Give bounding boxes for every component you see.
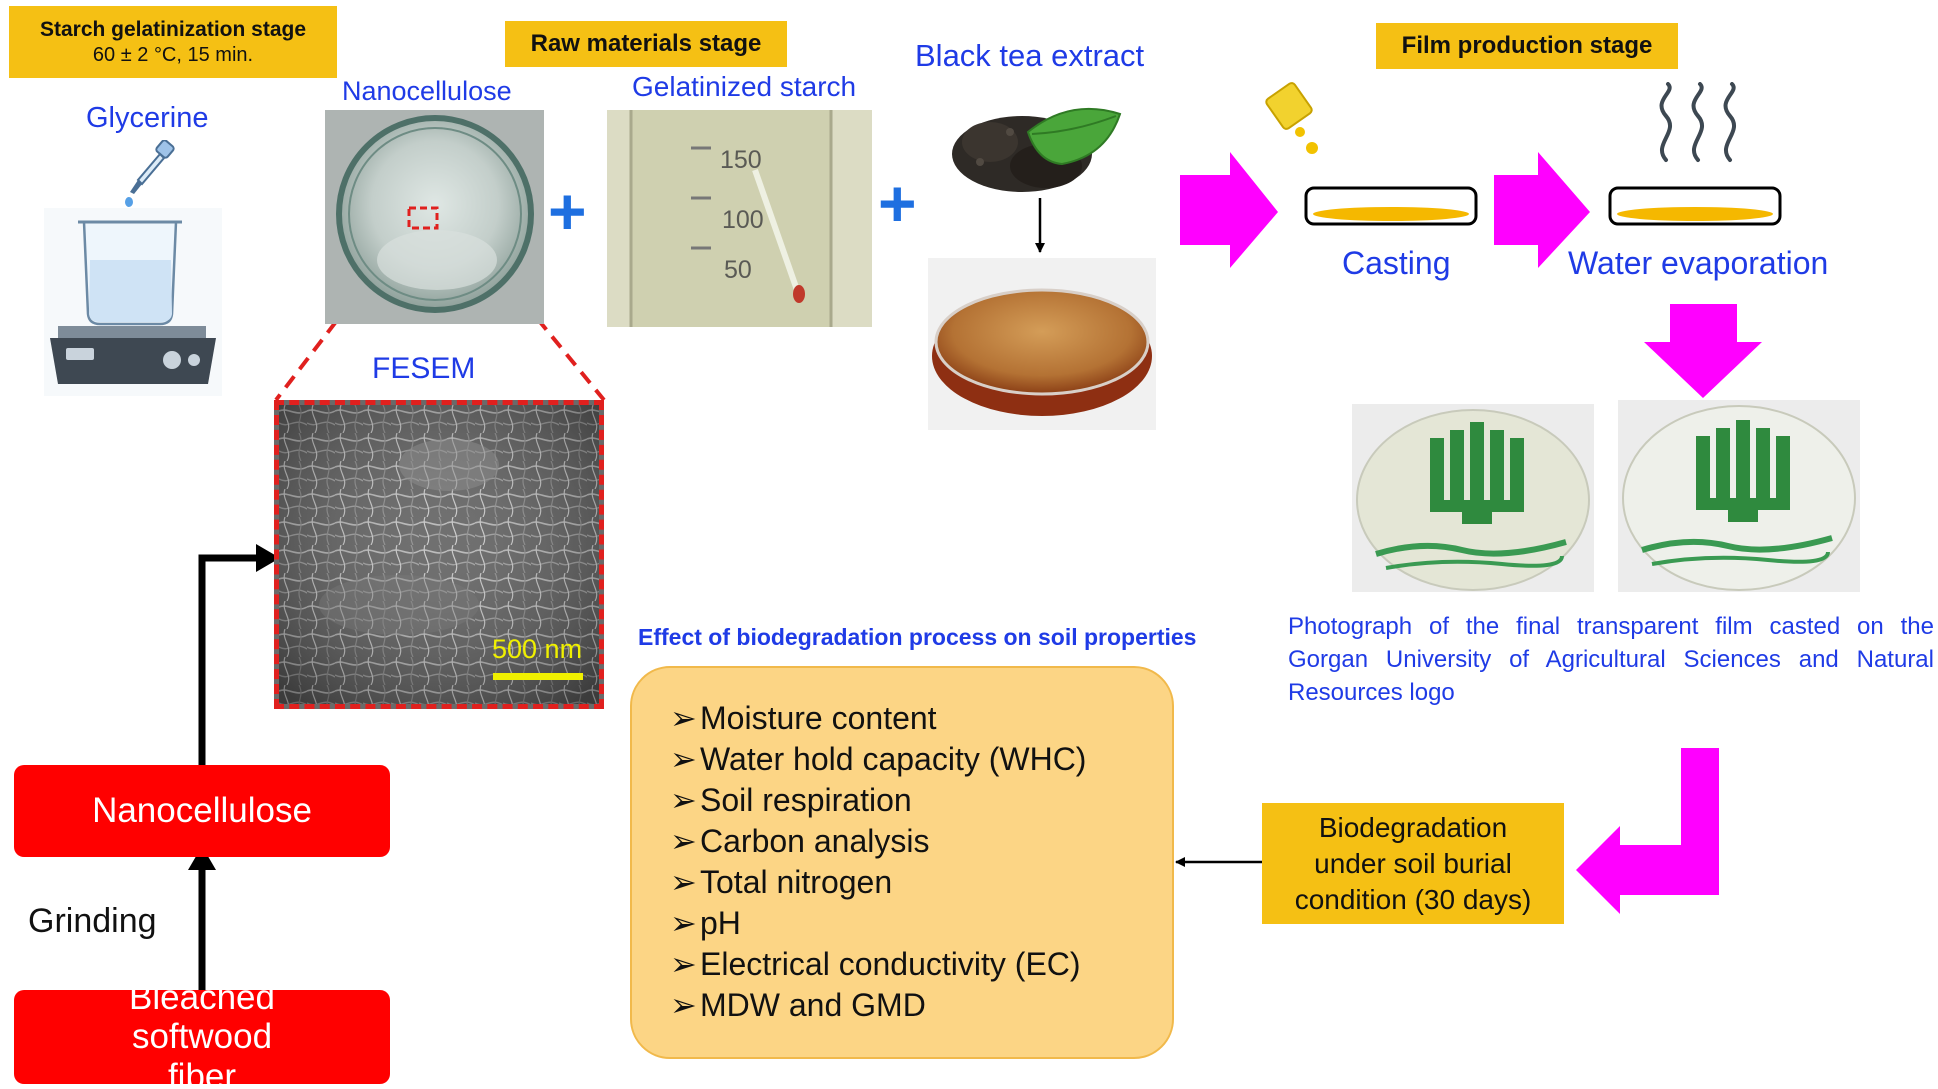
soil-property-text: Electrical conductivity (EC) [700, 946, 1081, 982]
starch-gelatinization-stage-box: Starch gelatinization stage 60 ± 2 °C, 1… [9, 6, 337, 78]
gelatinized-starch-photo [607, 110, 872, 327]
soil-properties-list: ➢Moisture content➢Water hold capacity (W… [670, 698, 1172, 1026]
black-tea-extract-photo [928, 258, 1156, 430]
fesem-micrograph [274, 400, 604, 709]
soil-property-item: ➢Water hold capacity (WHC) [670, 739, 1172, 780]
soil-property-text: Soil respiration [700, 782, 912, 818]
film-production-stage-box: Film production stage [1376, 23, 1678, 69]
fesem-label: FESEM [372, 352, 476, 385]
cylinder-mark-100: 100 [722, 206, 764, 234]
bullet-arrow-icon: ➢ [670, 741, 697, 777]
starch-stage-conditions: 60 ± 2 °C, 15 min. [92, 43, 254, 66]
magenta-arrow-to-evaporation [1494, 152, 1590, 268]
soil-property-item: ➢pH [670, 903, 1172, 944]
gelatinized-starch-label: Gelatinized starch [632, 71, 857, 102]
cylinder-mark-150: 150 [720, 146, 762, 174]
plus-sign-2: + [878, 166, 917, 240]
soil-property-text: Carbon analysis [700, 823, 930, 859]
bullet-arrow-icon: ➢ [670, 864, 697, 900]
bleached-softwood-fiber-box: Bleached softwood fiber [14, 978, 390, 1089]
black-tea-extract-label: Black tea extract [915, 38, 1145, 73]
grinding-label: Grinding [28, 902, 157, 940]
nanocellulose-photo-label: Nanocellulose [342, 76, 512, 106]
fesem-arrowhead [256, 544, 280, 572]
magenta-arrow-to-casting [1180, 152, 1278, 268]
casting-label: Casting [1342, 245, 1451, 281]
soil-property-text: Total nitrogen [700, 864, 893, 900]
soil-effect-heading: Effect of biodegradation process on soil… [638, 624, 1197, 650]
soil-property-item: ➢Moisture content [670, 698, 1172, 739]
soil-property-item: ➢MDW and GMD [670, 985, 1172, 1026]
soil-property-item: ➢Total nitrogen [670, 862, 1172, 903]
casting-pouring-icon [1265, 82, 1318, 154]
glycerine-label: Glycerine [86, 102, 209, 134]
black-tea-leaves-icon [952, 107, 1122, 192]
soil-property-item: ➢Carbon analysis [670, 821, 1172, 862]
hot-plate-beaker-icon [44, 208, 222, 396]
nanocellulose-box: Nanocellulose [14, 765, 390, 857]
bullet-arrow-icon: ➢ [670, 823, 697, 859]
biodegradation-box: Biodegradation under soil burial conditi… [1262, 803, 1564, 924]
film-photo-caption: Photograph of the final transparent film… [1288, 613, 1934, 706]
soil-property-item: ➢Soil respiration [670, 780, 1172, 821]
grinding-arrowhead [188, 846, 216, 870]
bullet-arrow-icon: ➢ [670, 700, 697, 736]
soil-property-item: ➢Electrical conductivity (EC) [670, 944, 1172, 985]
biodegradation-text: Biodegradation under soil burial conditi… [1294, 811, 1532, 915]
final-film-photo-1 [1352, 404, 1594, 592]
nanocellulose-petri-dish-photo [325, 110, 544, 324]
final-film-photo-2 [1618, 400, 1860, 592]
soil-properties-panel: ➢Moisture content➢Water hold capacity (W… [630, 666, 1174, 1059]
bullet-arrow-icon: ➢ [670, 905, 697, 941]
evaporation-dish-icon [1608, 186, 1782, 226]
glycerine-dropper-icon [125, 140, 175, 207]
soil-property-text: MDW and GMD [700, 987, 926, 1023]
bullet-arrow-icon: ➢ [670, 946, 697, 982]
film-stage-title: Film production stage [1401, 32, 1653, 59]
cylinder-mark-50: 50 [724, 256, 752, 284]
magenta-arrow-down [1644, 304, 1762, 398]
bullet-arrow-icon: ➢ [670, 987, 697, 1023]
soil-property-text: pH [700, 905, 741, 941]
raw-stage-title: Raw materials stage [530, 30, 762, 57]
nanocellulose-to-fesem-arrow [198, 554, 260, 765]
scale-bar-label: 500 nm [492, 634, 583, 664]
soil-property-text: Moisture content [700, 700, 937, 736]
bullet-arrow-icon: ➢ [670, 782, 697, 818]
plus-sign-1: + [548, 174, 587, 248]
water-evaporation-label: Water evaporation [1568, 245, 1829, 281]
raw-materials-stage-box: Raw materials stage [505, 21, 787, 67]
steam-icon [1659, 82, 1737, 162]
soil-property-text: Water hold capacity (WHC) [700, 741, 1087, 777]
magenta-arrow-return [1576, 748, 1719, 914]
starch-stage-title: Starch gelatinization stage [39, 17, 307, 41]
casting-dish-icon [1304, 186, 1478, 226]
